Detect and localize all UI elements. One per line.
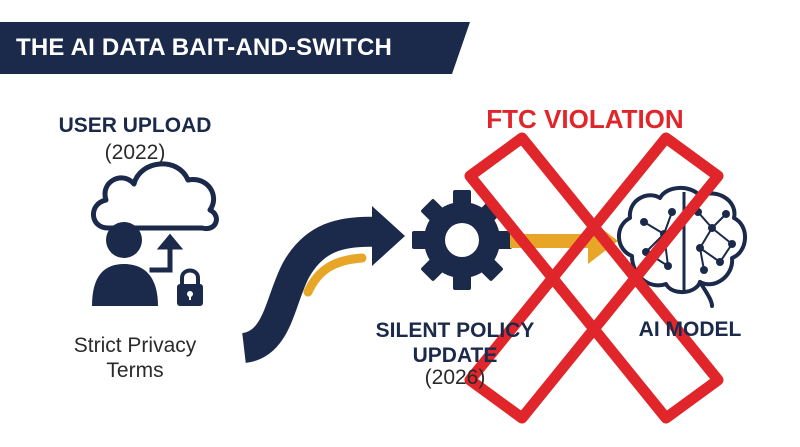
curved-arrow-accent xyxy=(303,253,367,297)
policy-update-year: (2026) xyxy=(424,366,486,389)
cloud-icon xyxy=(91,161,219,232)
curved-arrow-icon xyxy=(240,206,405,363)
user-upload-title: USER UPLOAD xyxy=(58,114,212,137)
user-upload-caption-line2: Terms xyxy=(106,359,164,382)
user-upload-caption-line1: Strict Privacy xyxy=(73,334,197,357)
ftc-violation-label: FTC VIOLATION xyxy=(486,104,684,134)
title-banner xyxy=(0,22,470,74)
title-banner-shape xyxy=(0,22,470,74)
page-title: THE AI DATA BAIT-AND-SWITCH xyxy=(16,34,393,61)
user-icon xyxy=(92,222,158,306)
policy-update-title-line2: UPDATE xyxy=(412,344,498,367)
policy-update-title: SILENT POLICY UPDATE xyxy=(355,318,555,368)
upload-arrow-icon xyxy=(149,233,184,273)
policy-update-title-line1: SILENT POLICY xyxy=(375,319,535,342)
user-upload-caption: Strict Privacy Terms xyxy=(40,333,230,383)
user-upload-year: (2022) xyxy=(104,141,166,164)
cross-mark-icon xyxy=(464,132,724,424)
lock-icon xyxy=(177,268,203,306)
ai-model-label: AI MODEL xyxy=(638,318,742,341)
